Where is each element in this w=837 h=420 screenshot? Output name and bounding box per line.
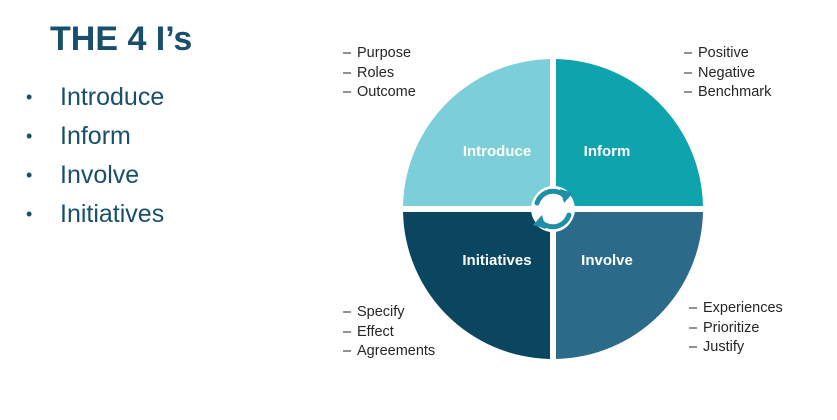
note-item: –Prioritize xyxy=(689,319,783,339)
bullet-item-involve: • Involve xyxy=(26,156,164,195)
bullet-item-inform: • Inform xyxy=(26,117,164,156)
quadrant-label-involve: Involve xyxy=(581,252,633,269)
note-text: Outcome xyxy=(357,84,416,100)
dash-glyph: – xyxy=(689,300,698,316)
dash-glyph: – xyxy=(343,343,352,359)
note-text: Positive xyxy=(698,45,749,61)
quadrant-initiatives xyxy=(403,212,550,359)
four-quadrant-cycle-diagram: Introduce Inform Initiatives Involve xyxy=(403,59,703,359)
note-text: Specify xyxy=(357,304,405,320)
dash-glyph: – xyxy=(689,319,698,336)
dash-glyph: – xyxy=(343,304,352,320)
quadrant-introduce xyxy=(403,59,550,206)
dash-glyph: – xyxy=(684,45,693,61)
quadrant-involve xyxy=(556,212,703,359)
note-text: Justify xyxy=(703,339,745,355)
bullet-dot: • xyxy=(26,87,33,107)
note-item: –Specify xyxy=(343,303,435,323)
dash-glyph: – xyxy=(684,84,693,100)
bullet-label: Initiatives xyxy=(60,200,165,228)
dash-glyph: – xyxy=(684,64,693,81)
note-item: –Experiences xyxy=(689,299,783,319)
note-item: –Positive xyxy=(684,44,771,64)
note-text: Benchmark xyxy=(698,84,772,100)
bullet-label: Inform xyxy=(60,122,131,150)
quadrant-inform xyxy=(556,59,703,206)
note-item: –Effect xyxy=(343,323,435,343)
quadrant-label-inform: Inform xyxy=(584,143,631,160)
bullet-label: Involve xyxy=(60,161,140,189)
notes-initiatives: –Specify –Effect –Agreements xyxy=(343,303,435,362)
note-text: Negative xyxy=(698,64,756,81)
note-item: –Outcome xyxy=(343,83,416,103)
note-item: –Justify xyxy=(689,338,783,358)
note-text: Prioritize xyxy=(703,319,760,336)
page-title: THE 4 I’s xyxy=(50,20,193,58)
dash-glyph: – xyxy=(343,45,352,61)
notes-inform: –Positive –Negative –Benchmark xyxy=(684,44,771,103)
bullet-list: • Introduce • Inform • Involve • Initiatives xyxy=(26,78,164,234)
refresh-cycle-icon xyxy=(531,185,575,233)
note-item: –Roles xyxy=(343,64,416,84)
dash-glyph: – xyxy=(343,64,352,81)
bullet-item-initiatives: • Initiatives xyxy=(26,195,164,234)
bullet-dot: • xyxy=(26,126,33,146)
quadrant-label-introduce: Introduce xyxy=(463,143,531,160)
quadrant-label-initiatives: Initiatives xyxy=(462,252,531,269)
note-item: –Negative xyxy=(684,64,771,84)
dash-glyph: – xyxy=(343,84,352,100)
note-text: Roles xyxy=(357,64,395,81)
dash-glyph: – xyxy=(343,323,352,340)
bullet-label: Introduce xyxy=(60,83,165,111)
note-text: Purpose xyxy=(357,45,412,61)
note-text: Agreements xyxy=(357,343,436,359)
dash-glyph: – xyxy=(689,339,698,355)
bullet-dot: • xyxy=(26,204,33,224)
note-item: –Agreements xyxy=(343,342,435,362)
bullet-item-introduce: • Introduce xyxy=(26,78,164,117)
note-item: –Purpose xyxy=(343,44,416,64)
notes-introduce: –Purpose –Roles –Outcome xyxy=(343,44,416,103)
note-text: Effect xyxy=(357,323,394,340)
bullet-dot: • xyxy=(26,165,33,185)
note-item: –Benchmark xyxy=(684,83,771,103)
notes-involve: –Experiences –Prioritize –Justify xyxy=(689,299,783,358)
note-text: Experiences xyxy=(703,300,783,316)
